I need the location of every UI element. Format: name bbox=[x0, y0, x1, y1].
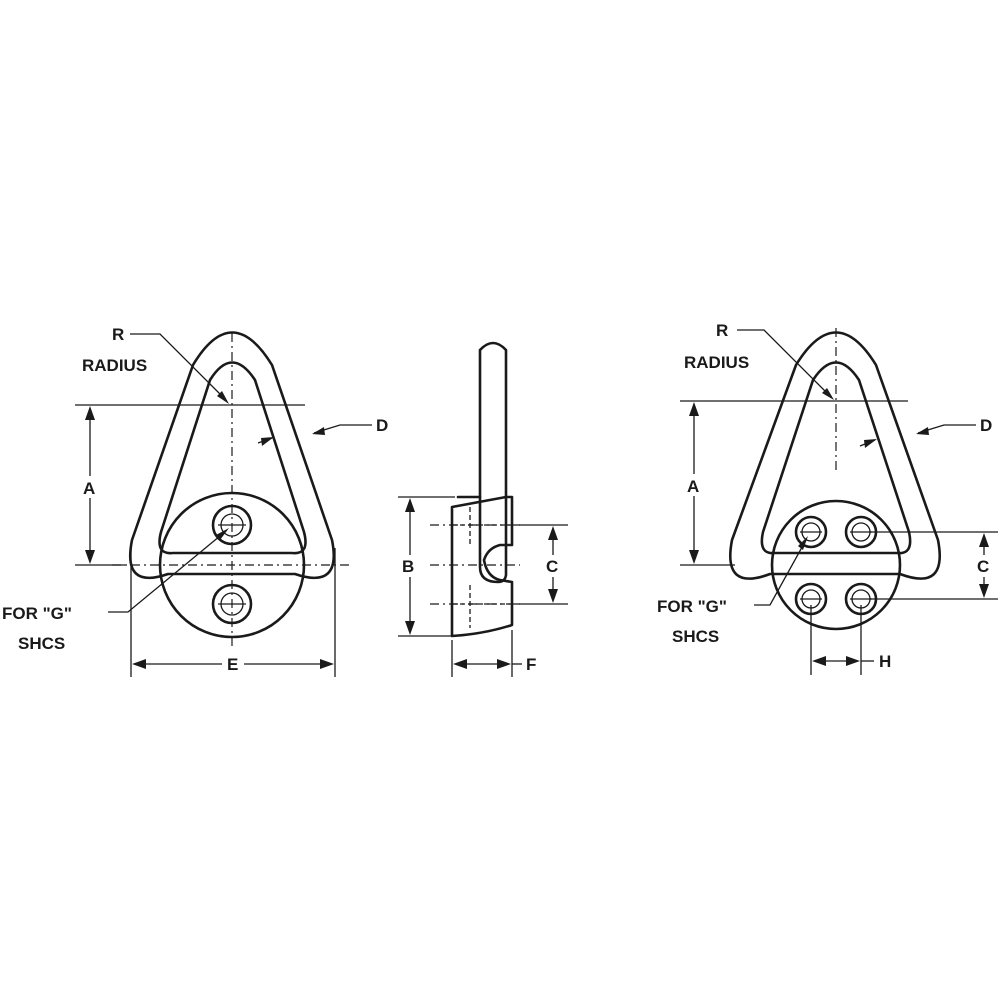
dim-c-arrow-top bbox=[548, 526, 558, 540]
dim-h-label: H bbox=[879, 652, 891, 671]
shcs-label-4: SHCS bbox=[672, 627, 719, 646]
d-arrowhead bbox=[312, 427, 325, 435]
front-view-four-bolt: R RADIUS D A C H FOR "G" bbox=[657, 321, 998, 675]
radius-leader-4 bbox=[737, 329, 831, 397]
dim-f-arrow-left bbox=[453, 659, 467, 669]
d-arrowhead-4 bbox=[916, 427, 929, 435]
dim-b-arrow-bottom bbox=[405, 621, 415, 635]
base-profile bbox=[450, 495, 514, 638]
radius-word: RADIUS bbox=[82, 356, 147, 375]
front-view-two-bolt: R RADIUS D A E FOR "G" SHCS bbox=[2, 325, 388, 677]
dim-a-label: A bbox=[83, 479, 95, 498]
shcs-leader-4 bbox=[754, 539, 807, 606]
dim-b-arrow-top bbox=[405, 498, 415, 512]
dim-a-gap-4 bbox=[684, 474, 704, 496]
dim-c-gap bbox=[543, 555, 563, 577]
dim-h-arrow-left bbox=[812, 656, 826, 666]
d-arrowhead-inner bbox=[261, 437, 274, 446]
dim-c-arrow-top-4 bbox=[979, 533, 989, 547]
radius-letter-4: R bbox=[716, 321, 728, 340]
d-label: D bbox=[376, 416, 388, 435]
dim-a-arrow-bottom bbox=[85, 550, 95, 564]
dim-f-arrow-right bbox=[497, 659, 511, 669]
radius-arrowhead bbox=[217, 391, 229, 404]
dim-b-gap bbox=[400, 555, 420, 577]
shcs-label: SHCS bbox=[18, 634, 65, 653]
dim-e-gap bbox=[222, 653, 244, 675]
base-plate-4 bbox=[770, 499, 902, 631]
dim-a-gap bbox=[80, 476, 100, 498]
d-label-4: D bbox=[980, 416, 992, 435]
dim-c-arrow-bottom bbox=[548, 589, 558, 603]
ring-outline-outer bbox=[128, 331, 336, 580]
side-view: B C F bbox=[398, 341, 568, 677]
dim-e-label: E bbox=[227, 655, 238, 674]
dim-e-arrow-left bbox=[132, 659, 146, 669]
dim-a-arrow-top-4 bbox=[689, 402, 699, 416]
radius-leader bbox=[130, 333, 225, 399]
shcs-leader bbox=[108, 530, 227, 613]
radius-arrowhead-4 bbox=[822, 388, 834, 400]
dim-f-label: F bbox=[526, 655, 536, 674]
ring-outline-inner bbox=[158, 361, 307, 555]
dim-b-label: B bbox=[402, 557, 414, 576]
dim-c-gap-4 bbox=[974, 555, 994, 577]
dim-h-arrow-right bbox=[846, 656, 860, 666]
ring-outline-outer-4 bbox=[729, 331, 941, 580]
dim-c-label-4: C bbox=[977, 557, 989, 576]
shcs-arrowhead bbox=[216, 528, 229, 540]
radius-word-4: RADIUS bbox=[684, 353, 749, 372]
dim-a-label-4: A bbox=[687, 477, 699, 496]
dim-c-label: C bbox=[546, 557, 558, 576]
d-arrowhead-inner-4 bbox=[864, 439, 877, 448]
dim-a-arrow-top bbox=[85, 406, 95, 420]
dim-a-arrow-bottom-4 bbox=[689, 550, 699, 564]
shcs-arrowhead-4 bbox=[798, 536, 808, 550]
for-g-label: FOR "G" bbox=[2, 604, 72, 623]
ring-outline-inner-4 bbox=[760, 361, 912, 555]
dim-c-arrow-bottom-4 bbox=[979, 584, 989, 598]
dim-e-arrow-right bbox=[320, 659, 334, 669]
bolt-hole-ul bbox=[794, 515, 828, 549]
for-g-label-4: FOR "G" bbox=[657, 597, 727, 616]
radius-letter: R bbox=[112, 325, 124, 344]
